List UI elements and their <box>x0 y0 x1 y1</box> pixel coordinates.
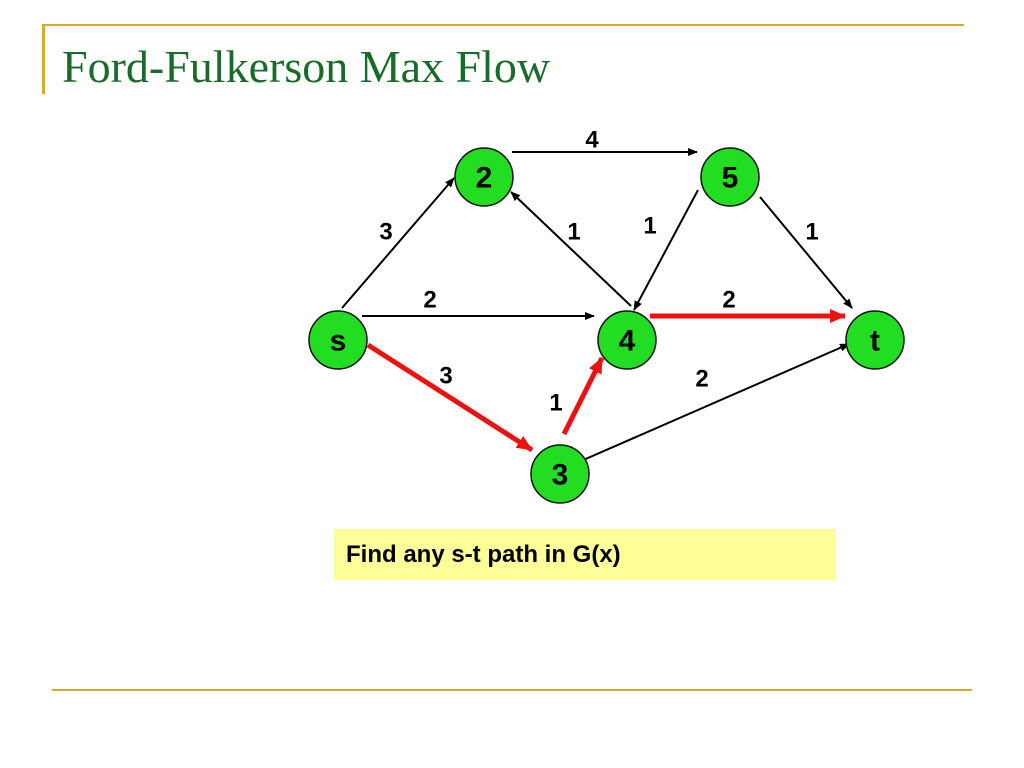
edge-capacity-3-to-4: 1 <box>549 390 562 417</box>
edge-capacity-s-to-3: 3 <box>439 363 452 390</box>
frame-left-accent <box>42 24 45 94</box>
node-3 <box>530 444 590 504</box>
edge-3-to-4 <box>561 356 605 436</box>
edge-s-to-3 <box>366 342 534 453</box>
frame-top-rule <box>42 24 964 26</box>
note-text: Find any s-t path in G(x) <box>346 540 621 568</box>
node-t <box>845 310 905 370</box>
node-label-4: 4 <box>619 325 636 358</box>
node-label-3: 3 <box>552 459 569 492</box>
node-label-t: t <box>870 325 880 358</box>
edge-capacity-5-to-4: 1 <box>643 213 656 240</box>
node-label-s: s <box>330 325 347 358</box>
node-5 <box>700 147 760 207</box>
edge-capacity-s-to-2: 3 <box>379 219 392 246</box>
edge-capacity-2-to-5: 4 <box>585 127 599 154</box>
node-2 <box>454 147 514 207</box>
edge-s-to-2 <box>341 177 455 309</box>
edge-capacity-5-to-t: 1 <box>805 219 818 246</box>
frame-bottom-rule <box>52 689 972 691</box>
edge-3-to-t <box>580 343 850 462</box>
note-box: Find any s-t path in G(x) <box>334 529 836 580</box>
edge-capacity-s-to-4: 2 <box>423 287 436 314</box>
edge-capacity-4-to-2: 1 <box>567 219 580 246</box>
node-label-2: 2 <box>476 162 493 195</box>
edge-4-to-2 <box>510 191 632 307</box>
node-label-5: 5 <box>722 162 739 195</box>
edge-5-to-4 <box>633 189 699 311</box>
edge-capacity-3-to-t: 2 <box>695 366 708 393</box>
slide-title: Ford-Fulkerson Max Flow <box>62 41 551 92</box>
edge-5-to-t <box>759 196 853 309</box>
node-s <box>308 310 368 370</box>
edge-capacity-4-to-t: 2 <box>722 287 735 314</box>
node-4 <box>597 310 657 370</box>
